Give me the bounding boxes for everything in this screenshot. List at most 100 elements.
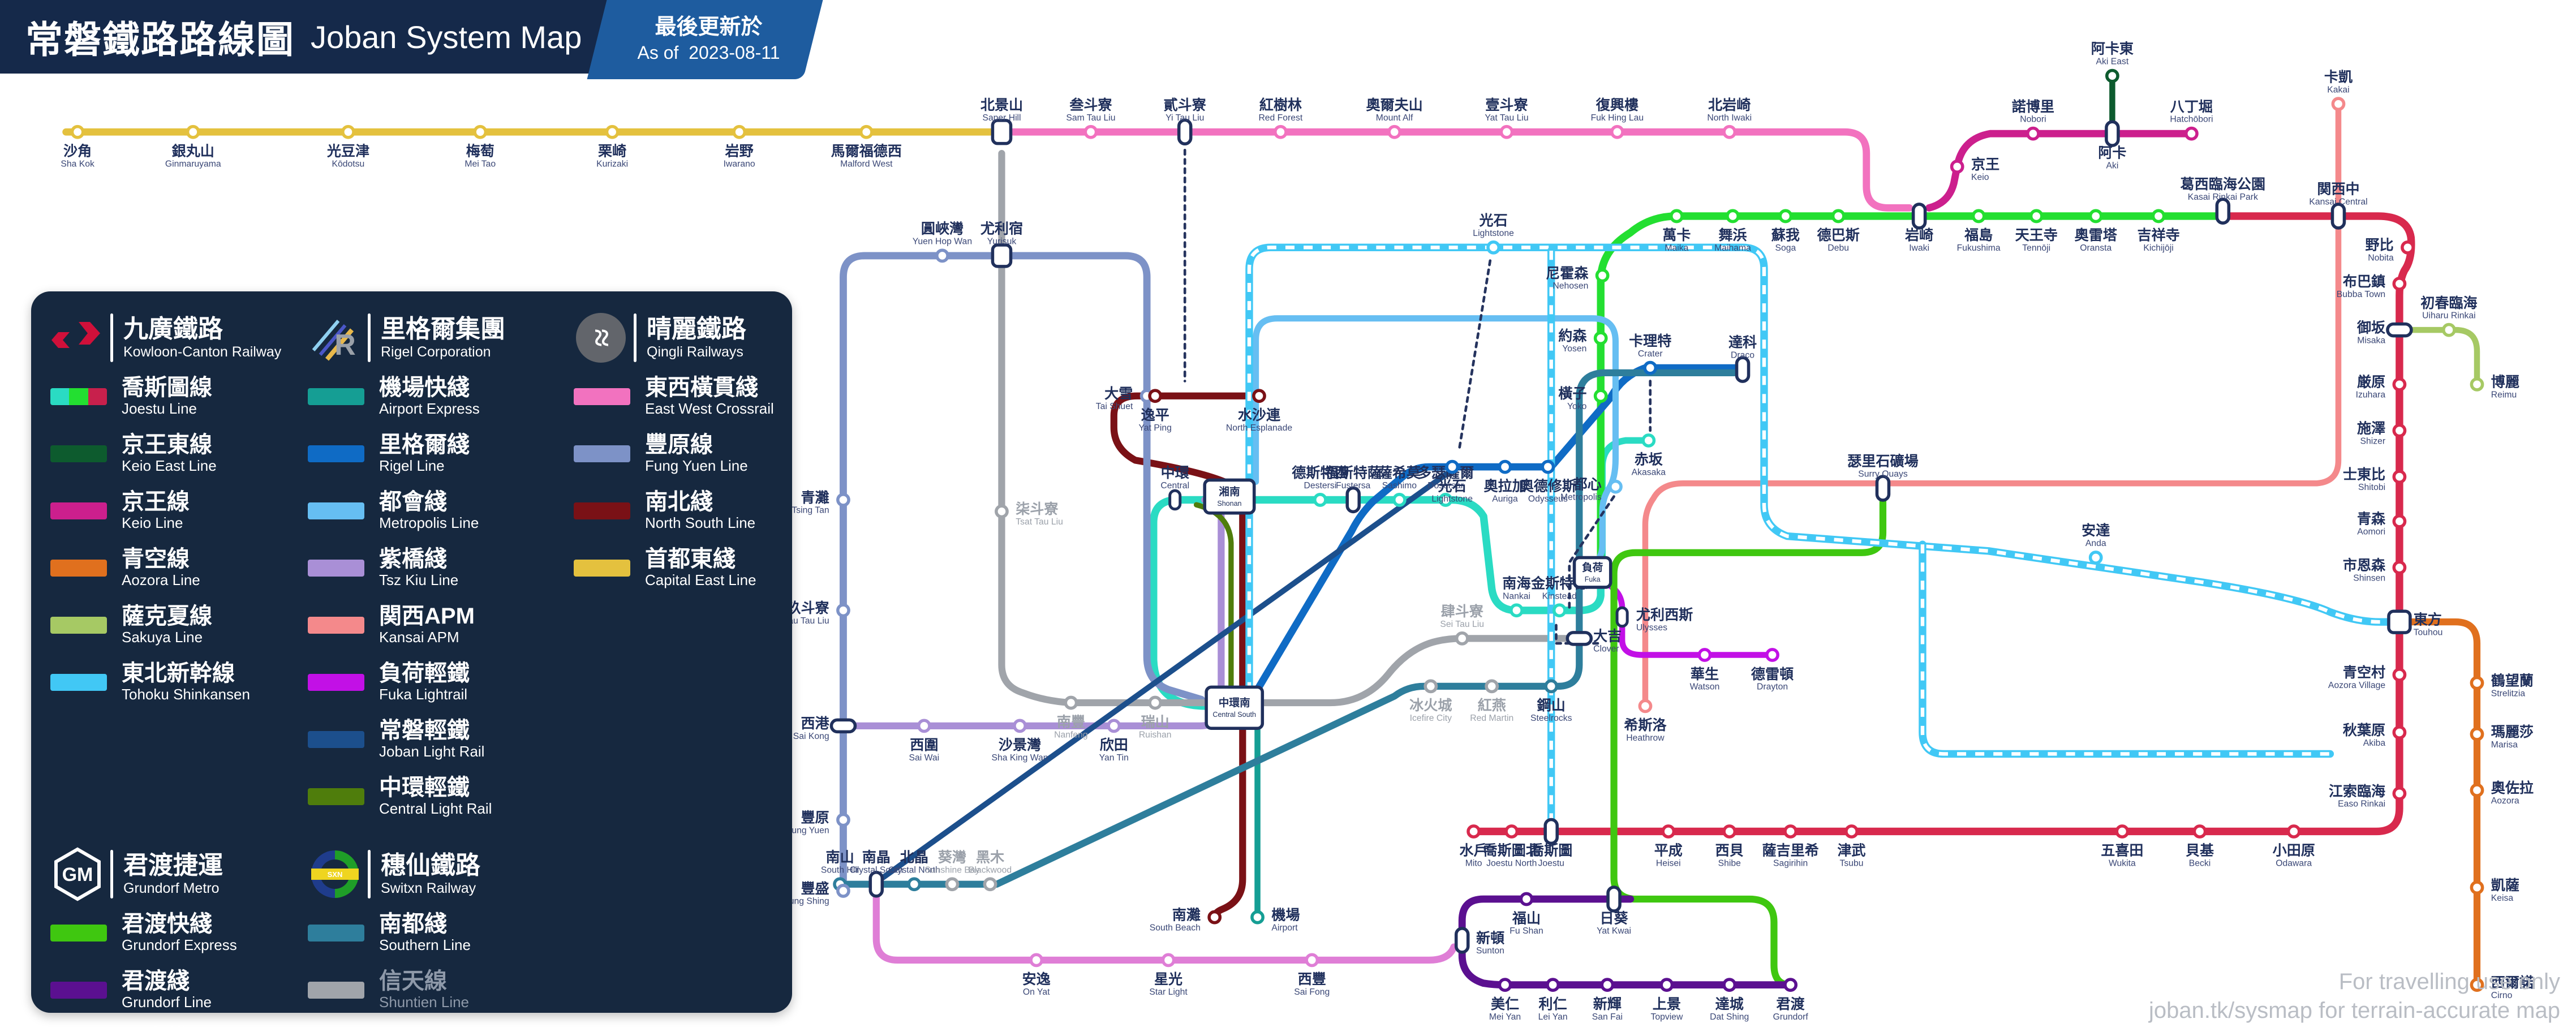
- station-crystal-north[interactable]: 北晶Crystal North: [888, 849, 940, 892]
- station-aozora[interactable]: 奧佐拉Aozora: [2470, 780, 2534, 806]
- station-heisei[interactable]: 平成Heisei: [1654, 824, 1683, 869]
- station-heathrow[interactable]: 希斯洛Heathrow: [1624, 699, 1667, 743]
- station-dat-shing[interactable]: 達城Dat Shing: [1710, 978, 1749, 1022]
- station-mei-tao[interactable]: 梅萄Mei Tao: [465, 124, 496, 169]
- station-destersi[interactable]: 德斯特西Destersi: [1292, 465, 1349, 507]
- station-tsing-tan[interactable]: 青灘Tsing Tan: [792, 489, 850, 515]
- station-saper-hill[interactable]: 北景山Saper Hill: [980, 97, 1023, 145]
- station-star-light[interactable]: 星光Star Light: [1149, 953, 1188, 997]
- station-sunton[interactable]: 新頓Sunton: [1454, 927, 1504, 956]
- station-mito[interactable]: 水戶Mito: [1460, 824, 1488, 869]
- station-anda[interactable]: 安達Anda: [2082, 522, 2110, 565]
- station-metropolis[interactable]: 都心Metropolis: [1560, 476, 1623, 502]
- station-fuk-hing-lau[interactable]: 復興樓Fuk Hing Lau: [1591, 97, 1644, 139]
- station-lightstone[interactable]: 光石Lightstone: [1431, 459, 1473, 504]
- station-kakai[interactable]: 卡凱Kakai: [2324, 69, 2353, 111]
- station-easo-rinkai[interactable]: 江索臨海Easo Rinkai: [2329, 783, 2407, 809]
- station-yat-ping[interactable]: 逸平Yat Ping: [1139, 389, 1172, 433]
- station-mei-yan[interactable]: 美仁Mei Yan: [1489, 978, 1521, 1022]
- station-keisa[interactable]: 凱薩Keisa: [2470, 878, 2519, 903]
- station-shonan[interactable]: 湘南Shonan: [1203, 478, 1256, 515]
- station-sam-tau-liu[interactable]: 叁斗寮Sam Tau Liu: [1066, 97, 1116, 139]
- station-tsat-tau-liu[interactable]: 柒斗寮Tsat Tau Liu: [995, 501, 1063, 527]
- station-airport[interactable]: 機場Airport: [1250, 907, 1300, 932]
- station-shinsen[interactable]: 市恩森Shinsen: [2343, 557, 2407, 583]
- station-yat-tau-liu[interactable]: 壹斗寮Yat Tau Liu: [1485, 97, 1529, 139]
- station-draco[interactable]: 達科Draco: [1728, 335, 1757, 383]
- station-central[interactable]: 中環Central: [1160, 465, 1190, 511]
- station-sashimo[interactable]: 薩希莫Sashimo: [1378, 465, 1421, 507]
- station-debu[interactable]: 德巴斯Debu: [1817, 209, 1860, 253]
- station-yurisuk[interactable]: 尤利宿Yurisuk: [980, 221, 1023, 268]
- station-sai-kong[interactable]: 西港Sai Kong: [793, 715, 857, 741]
- station-odysseus[interactable]: 奧德修斯Odysseus: [1520, 459, 1576, 504]
- station-keio[interactable]: 京王Keio: [1950, 156, 2000, 182]
- station-nanfeng[interactable]: 南豐Nanfeng: [1054, 695, 1088, 740]
- station-tsubu[interactable]: 津武Tsubu: [1837, 824, 1866, 869]
- station-icefire-city[interactable]: 冰火城Icefire City: [1409, 679, 1452, 723]
- station-kichij-ji[interactable]: 吉祥寺Kichijōji: [2137, 209, 2180, 253]
- station-north-esplanade[interactable]: 水沙連North Esplanade: [1226, 389, 1292, 433]
- station-cirno[interactable]: 西爾諾Cirno: [2470, 974, 2534, 1000]
- station-kurizaki[interactable]: 栗崎Kurizaki: [596, 124, 628, 169]
- station-yat-kwai[interactable]: 日葵Yat Kwai: [1597, 885, 1631, 936]
- station-sei-tau-liu[interactable]: 肆斗寮Sei Tau Liu: [1440, 603, 1484, 646]
- station-auriga[interactable]: 奧拉加Auriga: [1483, 459, 1526, 504]
- station-yoko[interactable]: 橫子Yoko: [1558, 386, 1608, 411]
- station-misaka[interactable]: 御坂Misaka: [2356, 319, 2413, 345]
- station-fustersa[interactable]: 福斯特薩Fustersa: [1324, 465, 1382, 514]
- station-aki-east[interactable]: 阿卡東Aki East: [2091, 41, 2134, 83]
- station-nobori[interactable]: 諾博里Nobori: [2012, 98, 2054, 141]
- station-red-forest[interactable]: 紅樹林Red Forest: [1258, 97, 1303, 139]
- station-sai-wai[interactable]: 西圍Sai Wai: [909, 719, 940, 763]
- station-fu-shan[interactable]: 福山Fu Shan: [1510, 892, 1543, 936]
- station-sunshine-bay[interactable]: 葵灣Sunshine Bay: [924, 849, 980, 892]
- station-oransta[interactable]: 奧雷塔Oransta: [2075, 209, 2118, 253]
- station-yi-tau-liu[interactable]: 貳斗寮Yi Tau Liu: [1164, 97, 1207, 146]
- station-fung-yuen[interactable]: 豐原Fung Yuen: [786, 809, 850, 835]
- station-ulysses[interactable]: 尤利西斯Ulysses: [1615, 606, 1693, 633]
- station-ginmaruyama[interactable]: 銀丸山Ginmaruyama: [165, 124, 221, 169]
- station-marisa[interactable]: 瑪麗莎Marisa: [2470, 724, 2534, 750]
- station-k-dotsu[interactable]: 光豆津Kōdotsu: [326, 124, 369, 169]
- station-tenn-ji[interactable]: 天王寺Tennōji: [2015, 209, 2058, 253]
- station-iwaki[interactable]: 岩崎Iwaki: [1904, 203, 1933, 253]
- station-yan-tin[interactable]: 欣田Yan Tin: [1099, 719, 1129, 763]
- station-joestu[interactable]: 喬斯圖Joestu: [1530, 818, 1572, 869]
- station-iwarano[interactable]: 岩野Iwarano: [724, 124, 755, 169]
- station-kansai-central[interactable]: 関西中Kansai Central: [2309, 182, 2368, 230]
- station-sha-king-wan[interactable]: 沙景灣Sha King Wan: [992, 719, 1048, 763]
- station-steelrocks[interactable]: 鋼山Steelrocks: [1530, 679, 1572, 723]
- station-aomori[interactable]: 青森Aomori: [2357, 511, 2407, 537]
- station-on-yat[interactable]: 安逸On Yat: [1022, 953, 1051, 997]
- station-sai-fong[interactable]: 西豐Sai Fong: [1294, 953, 1330, 997]
- station-strelitzia[interactable]: 鶴望蘭Strelitzia: [2470, 672, 2534, 698]
- station-kasai-rinkai-park[interactable]: 葛西臨海公園Kasai Rinkai Park: [2181, 176, 2265, 225]
- station-fuka[interactable]: 負荷Fuka: [1572, 556, 1612, 589]
- station-crystal-south[interactable]: 南晶Crystal South: [850, 849, 903, 898]
- station-nobita[interactable]: 野比Nobita: [2366, 238, 2415, 263]
- station-shitobi[interactable]: 士東比Shitobi: [2343, 467, 2407, 492]
- station-fukushima[interactable]: 福島Fukushima: [1957, 209, 2001, 253]
- station-reimu[interactable]: 博麗Reimu: [2470, 375, 2519, 400]
- station-drayton[interactable]: 德雷頓Drayton: [1751, 648, 1794, 692]
- station-akasaka[interactable]: 赤坂Akasaka: [1632, 433, 1666, 478]
- station-maika[interactable]: 萬卡Maika: [1662, 209, 1691, 253]
- station-kau-tau-liu[interactable]: 玖斗寮Kau Tau Liu: [782, 600, 850, 626]
- station-odawara[interactable]: 小田原Odawara: [2273, 824, 2315, 869]
- station-grundorf[interactable]: 君渡Grundorf: [1773, 978, 1809, 1022]
- station-blackwood[interactable]: 黑木Blackwood: [969, 849, 1012, 892]
- station-nankai[interactable]: 南海Nankai: [1502, 575, 1531, 618]
- station-surry-quays[interactable]: 瑟里石礦場Surry Quays: [1847, 453, 1919, 502]
- station-san-fai[interactable]: 新輝San Fai: [1592, 978, 1623, 1022]
- station-lei-yan[interactable]: 利仁Lei Yan: [1538, 978, 1568, 1022]
- station-joestu-north[interactable]: 喬斯圖北Joestu North: [1483, 824, 1540, 869]
- station-crater[interactable]: 卡理特Crater: [1629, 333, 1671, 375]
- station-sagirihin[interactable]: 薩吉里希Sagirihin: [1762, 824, 1819, 869]
- station-nehosen[interactable]: 尼霍森Nehosen: [1546, 265, 1610, 291]
- station-shibe[interactable]: 西貝Shibe: [1715, 824, 1744, 869]
- station-uiharu-rinkai[interactable]: 初春臨海Uiharu Rinkai: [2420, 295, 2478, 337]
- station-soga[interactable]: 蘇我Soga: [1771, 209, 1800, 253]
- station-sha-kok[interactable]: 沙角Sha Kok: [61, 124, 94, 169]
- station-touhou[interactable]: 東方Touhou: [2387, 609, 2442, 638]
